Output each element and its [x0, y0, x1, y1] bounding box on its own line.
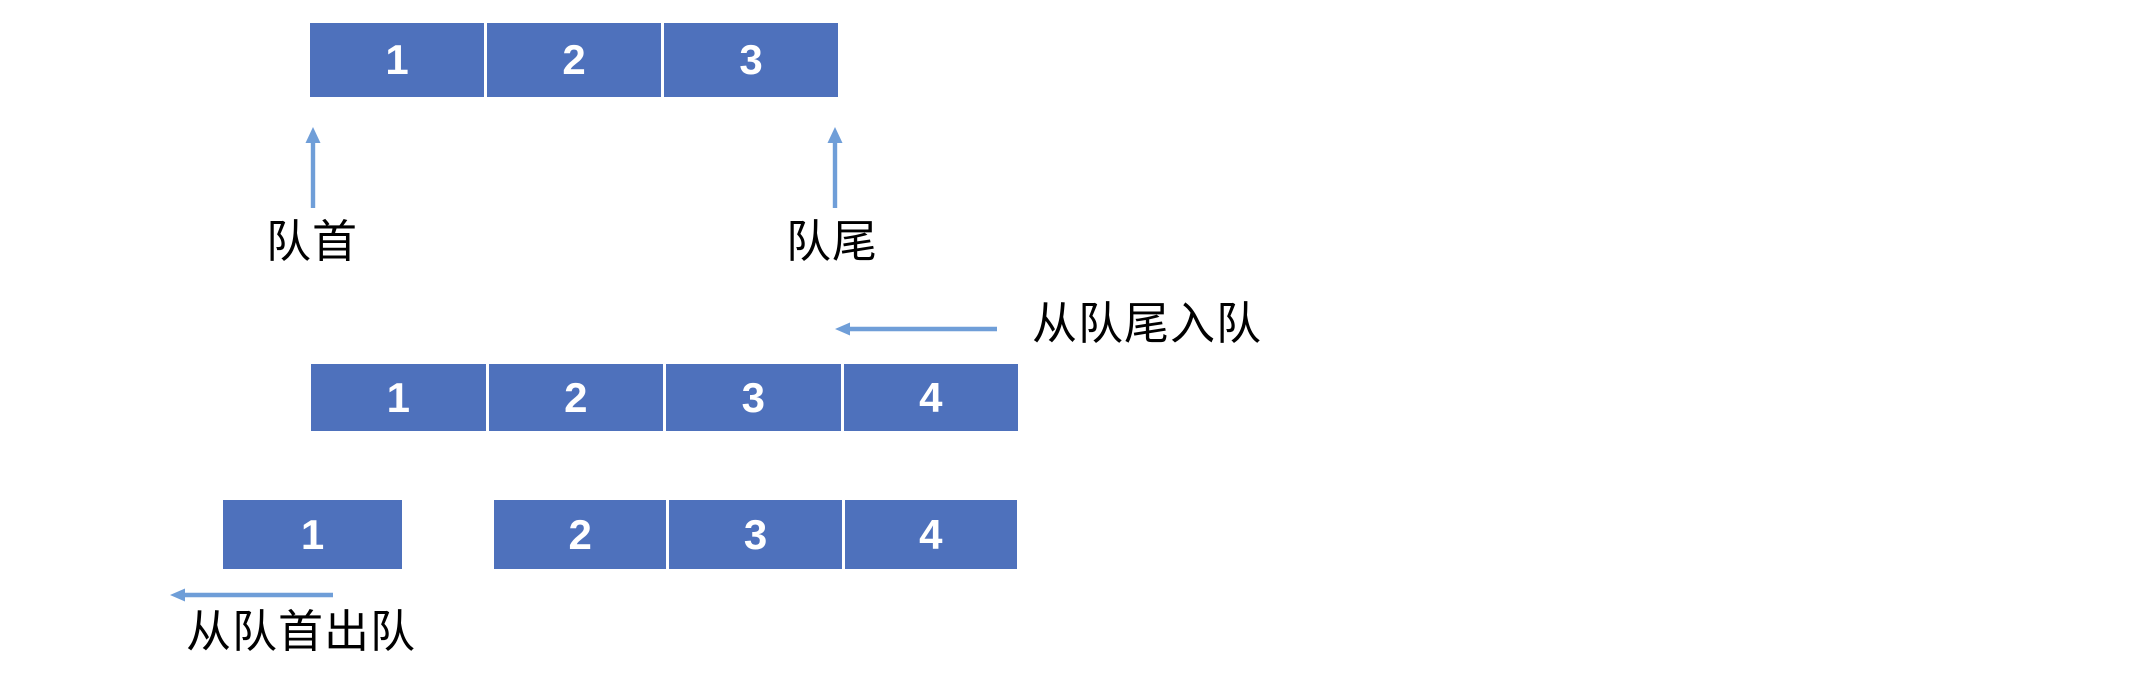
queue-cell: 2	[494, 500, 667, 569]
middle-queue-row: 1 2 3 4	[311, 364, 1018, 431]
queue-cell: 2	[488, 364, 663, 431]
rear-pointer-up-arrow-icon	[827, 127, 843, 208]
rear-pointer-label: 队尾	[786, 216, 879, 267]
dequeued-cell: 1	[223, 500, 402, 569]
bottom-queue-row: 2 3 4	[494, 500, 1017, 569]
dequeue-left-arrow-icon	[170, 588, 333, 602]
queue-cell: 4	[843, 364, 1018, 431]
dequeue-label: 从队首出队	[186, 606, 417, 657]
top-queue-row: 1 2 3	[310, 23, 838, 97]
queue-cell: 1	[310, 23, 484, 97]
queue-cell: 3	[666, 364, 841, 431]
front-pointer-label: 队首	[266, 216, 359, 267]
queue-cell: 2	[487, 23, 661, 97]
queue-cell: 3	[669, 500, 842, 569]
queue-cell: 1	[311, 364, 486, 431]
queue-cell: 4	[844, 500, 1017, 569]
front-pointer-up-arrow-icon	[305, 127, 321, 208]
enqueue-label: 从队尾入队	[1032, 298, 1263, 349]
enqueue-left-arrow-icon	[835, 322, 997, 336]
queue-cell: 3	[664, 23, 838, 97]
